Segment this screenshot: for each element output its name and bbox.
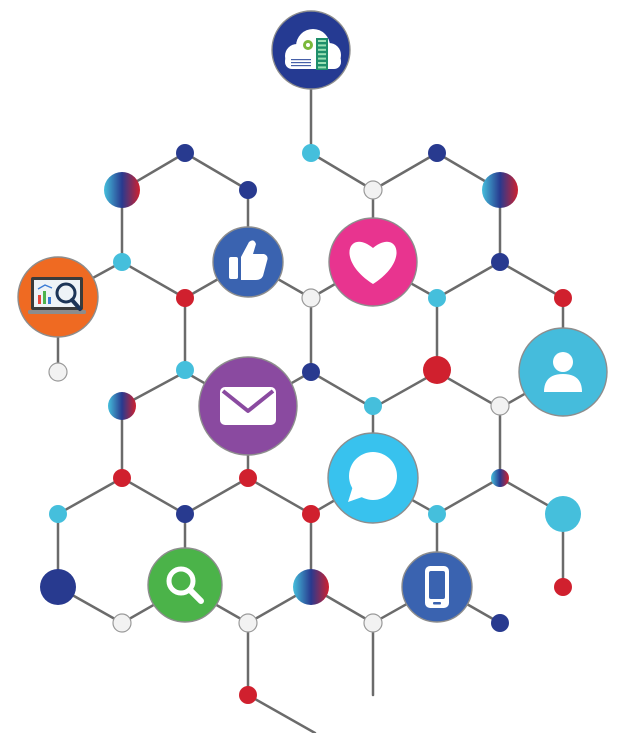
network-node [176, 361, 194, 379]
connector-line [435, 476, 502, 516]
smartphone-icon [401, 551, 473, 623]
network-node [112, 613, 132, 633]
heart-icon [328, 217, 418, 307]
connector-line [371, 151, 439, 192]
connector-line [120, 476, 187, 516]
network-node [491, 469, 509, 487]
network-node [104, 172, 140, 208]
nodes-layer [40, 144, 581, 704]
network-node [428, 289, 446, 307]
network-node [363, 613, 383, 633]
network-node [428, 505, 446, 523]
network-node [482, 172, 518, 208]
thumbs-up-icon [212, 226, 284, 298]
search-icon [147, 547, 223, 623]
network-node [239, 686, 257, 704]
network-node [364, 397, 382, 415]
network-node [545, 496, 581, 532]
network-node [113, 253, 131, 271]
network-node [238, 613, 258, 633]
network-node [293, 569, 329, 605]
network-node [113, 469, 131, 487]
icons-layer [17, 10, 608, 623]
connector-line [309, 151, 375, 192]
cloud-server-icon [271, 10, 351, 90]
network-node [176, 144, 194, 162]
network-node [302, 144, 320, 162]
connector-line [309, 370, 375, 410]
network-node [428, 144, 446, 162]
network-node [48, 362, 68, 382]
network-node [554, 289, 572, 307]
connector-line [120, 260, 187, 300]
connector-line [183, 476, 250, 516]
user-icon [518, 327, 608, 417]
network-node [491, 253, 509, 271]
connector-line [183, 151, 250, 192]
network-node [108, 392, 136, 420]
network-node [423, 356, 451, 384]
network-node [239, 181, 257, 199]
mail-icon [198, 356, 298, 456]
network-node [176, 505, 194, 523]
connector-line [246, 476, 313, 516]
network-node [302, 363, 320, 381]
network-node [301, 288, 321, 308]
network-node [491, 614, 509, 632]
chat-bubble-icon [327, 432, 419, 524]
network-node [239, 469, 257, 487]
network-node [40, 569, 76, 605]
network-node [302, 505, 320, 523]
connector-line [246, 693, 317, 733]
network-node [554, 578, 572, 596]
network-node [363, 180, 383, 200]
connector-line [56, 476, 124, 516]
connector-line [498, 260, 565, 300]
connector-line [435, 260, 502, 300]
network-node [176, 289, 194, 307]
analytics-icon [17, 256, 99, 338]
network-node [490, 396, 510, 416]
network-node [49, 505, 67, 523]
